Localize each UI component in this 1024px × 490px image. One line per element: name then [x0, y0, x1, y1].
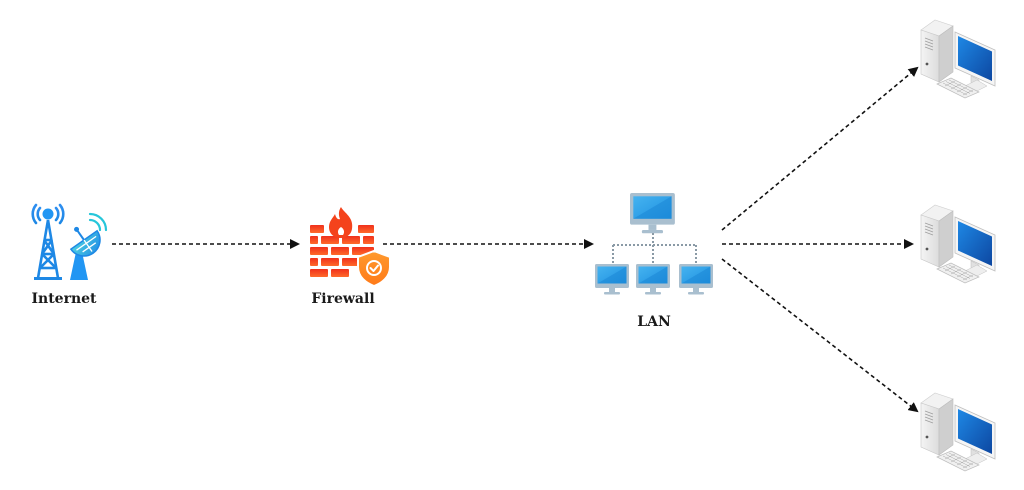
pc-node-2[interactable]: [920, 204, 996, 284]
lan-monitor-middle-icon: [636, 264, 670, 295]
desktop-computer-icon: [920, 392, 996, 472]
edges-layer: [112, 66, 919, 413]
tower-satellite-icon: [31, 203, 108, 280]
lan-network-icon: [595, 193, 713, 295]
pc-node-1[interactable]: [920, 19, 996, 99]
pc-node-3[interactable]: [920, 392, 996, 472]
firewall-label: Firewall: [311, 291, 374, 307]
desktop-computer-icon: [920, 19, 996, 99]
firewall-icon: [310, 207, 391, 288]
internet-label: Internet: [31, 291, 97, 307]
desktop-computer-icon: [920, 204, 996, 284]
internet-node[interactable]: [31, 203, 108, 280]
edge-lan-pc1: [721, 66, 919, 231]
firewall-node[interactable]: [310, 207, 391, 288]
lan-monitor-left-icon: [595, 264, 629, 295]
lan-monitor-right-icon: [679, 264, 713, 295]
edge-lan-pc3: [721, 258, 919, 413]
lan-monitor-top-icon: [630, 193, 675, 234]
lan-label: LAN: [637, 314, 671, 330]
lan-node[interactable]: [595, 193, 713, 295]
